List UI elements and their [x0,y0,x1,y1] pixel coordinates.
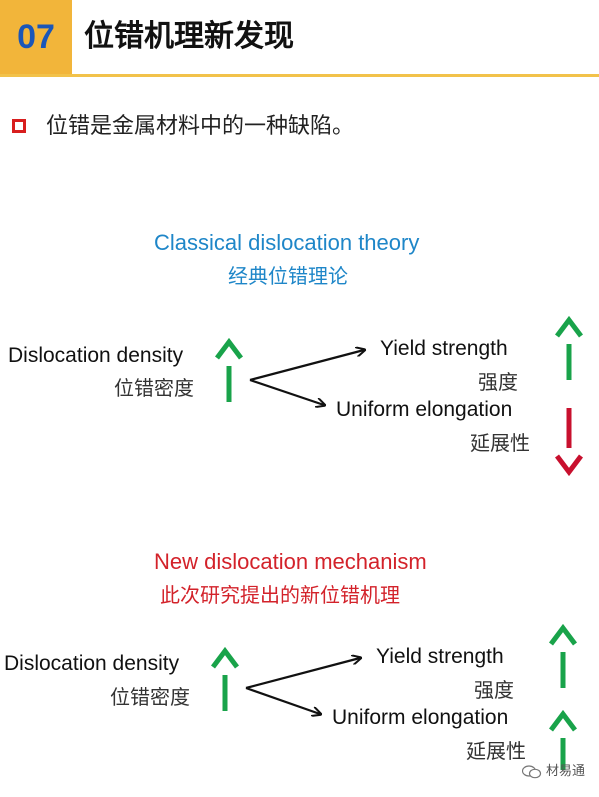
new-source-en: Dislocation density [4,652,180,675]
classical-title-en: Classical dislocation theory [154,230,420,255]
trend-arrow-head [549,709,577,732]
classical-title-zh: 经典位错理论 [228,264,348,288]
new-target-2-zh: 延展性 [466,739,526,763]
new-source-zh: 位错密度 [110,685,190,709]
new-title-en: New dislocation mechanism [154,549,427,574]
trend-arrow-head [555,315,583,338]
trend-arrow-head [215,337,243,360]
classical-target-2-zh: 延展性 [470,431,530,455]
classical-source-up-arrow-icon [215,337,243,402]
watermark-text: 材易通 [545,764,585,779]
classical-target-1-zh: 强度 [478,370,518,394]
new-target-1-en: Yield strength [376,645,504,668]
watermark: 材易通 [521,760,585,779]
new-target-1-up-arrow-icon [549,623,577,688]
new-title-zh: 此次研究提出的新位错机理 [160,583,400,607]
bullet-square-icon [12,119,26,133]
new-branch-arrow-2 [245,686,320,714]
classical-branch-arrow-1 [249,350,364,382]
classical-target-1-en: Yield strength [380,337,508,360]
bullet-text: 位错是金属材料中的一种缺陷。 [46,114,355,139]
classical-branch-arrow-2 [249,378,324,405]
classical-target-1-up-arrow-icon [555,315,583,380]
page-title: 位错机理新发现 [84,19,294,54]
classical-source-zh: 位错密度 [114,376,194,400]
trend-arrow-head [211,646,239,669]
classical-source-en: Dislocation density [8,344,184,367]
header-bar: 07 位错机理新发现 [0,0,599,74]
trend-arrow-head [549,623,577,646]
wechat-icon [521,764,542,778]
trend-arrow-head [555,454,583,477]
classical-target-2-down-arrow-icon [555,408,583,477]
section-number: 07 [0,0,72,74]
header-divider [0,74,599,77]
new-branch-arrow-1 [245,658,360,690]
new-source-up-arrow-icon [211,646,239,711]
new-target-1-zh: 强度 [474,678,514,702]
classical-target-2-en: Uniform elongation [336,398,513,421]
new-target-2-en: Uniform elongation [332,706,509,729]
new-target-2-up-arrow-icon [549,709,577,770]
